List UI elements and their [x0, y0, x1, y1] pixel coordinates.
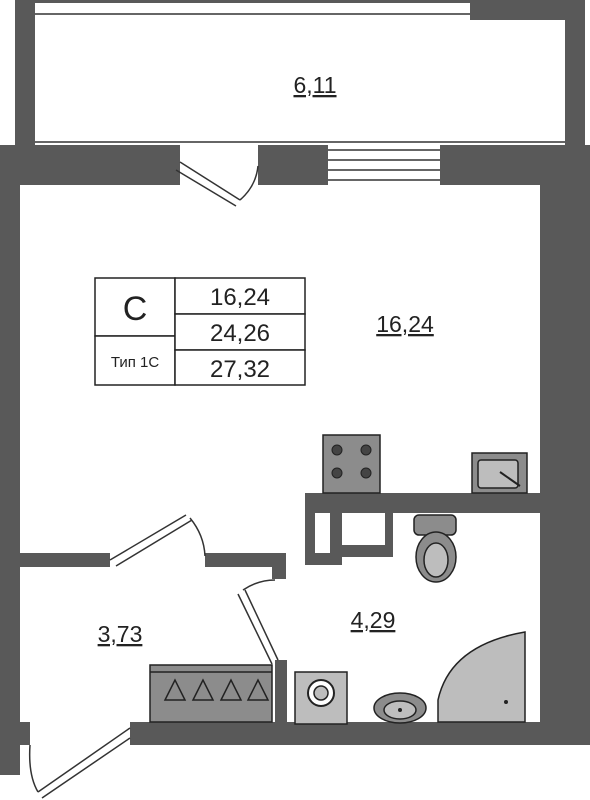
washbasin-icon — [373, 692, 427, 724]
bathroom-wall-top — [305, 493, 540, 513]
apartment-legend: С Тип 1С 16,24 24,26 27,32 — [94, 277, 306, 386]
balcony — [15, 0, 585, 160]
bathroom-walls — [237, 493, 540, 725]
bathroom-shaft-base — [305, 553, 342, 565]
outer-wall-bottom — [130, 722, 590, 745]
hall-wall-right — [205, 553, 285, 567]
balcony-glazing-top — [35, 0, 470, 3]
kitchen-sink-icon — [471, 452, 528, 494]
washing-machine-icon — [294, 671, 348, 725]
bathroom-shaft-left — [305, 493, 315, 563]
hall-area-label: 3,73 — [98, 621, 143, 647]
wardrobe-icon — [149, 664, 273, 723]
bathroom-door-leaf — [244, 589, 279, 661]
window — [328, 149, 440, 181]
bathroom-area-label: 4,29 — [351, 607, 396, 633]
outer-wall-left — [0, 145, 20, 775]
wall-segment-left — [0, 145, 180, 185]
outer-wall-bottom-left — [0, 722, 30, 745]
balcony-door — [175, 161, 259, 207]
legend-total-area: 27,32 — [210, 356, 270, 383]
balcony-top-right-wall — [470, 0, 585, 20]
living-area-label: 16,24 — [376, 311, 434, 337]
bathroom-shaft-bottom — [342, 545, 390, 557]
balcony-room-wall — [0, 145, 590, 207]
hall-wall-stub — [272, 553, 286, 579]
outer-wall-right — [540, 145, 590, 745]
legend-living-area: 16,24 — [210, 284, 270, 311]
wall-segment-middle — [258, 145, 328, 185]
legend-type-name: Тип 1С — [111, 354, 160, 371]
bathroom-shaft-right — [385, 513, 393, 557]
stove-icon — [322, 434, 381, 494]
entrance-door — [28, 727, 131, 799]
balcony-right-wall — [565, 0, 585, 160]
shower-tray-icon — [437, 631, 526, 723]
hall-wall-left — [20, 553, 110, 567]
legend-type-letter: С — [123, 290, 148, 328]
room-hall-wall — [20, 514, 286, 579]
toilet-icon — [413, 514, 457, 583]
room-door-leaf — [109, 514, 187, 561]
balcony-left-wall — [15, 0, 35, 160]
bathroom-shaft-inner — [330, 513, 342, 563]
legend-area-without-balcony: 24,26 — [210, 320, 270, 347]
balcony-area-label: 6,11 — [293, 72, 336, 98]
bathroom-wall-left — [275, 660, 287, 725]
